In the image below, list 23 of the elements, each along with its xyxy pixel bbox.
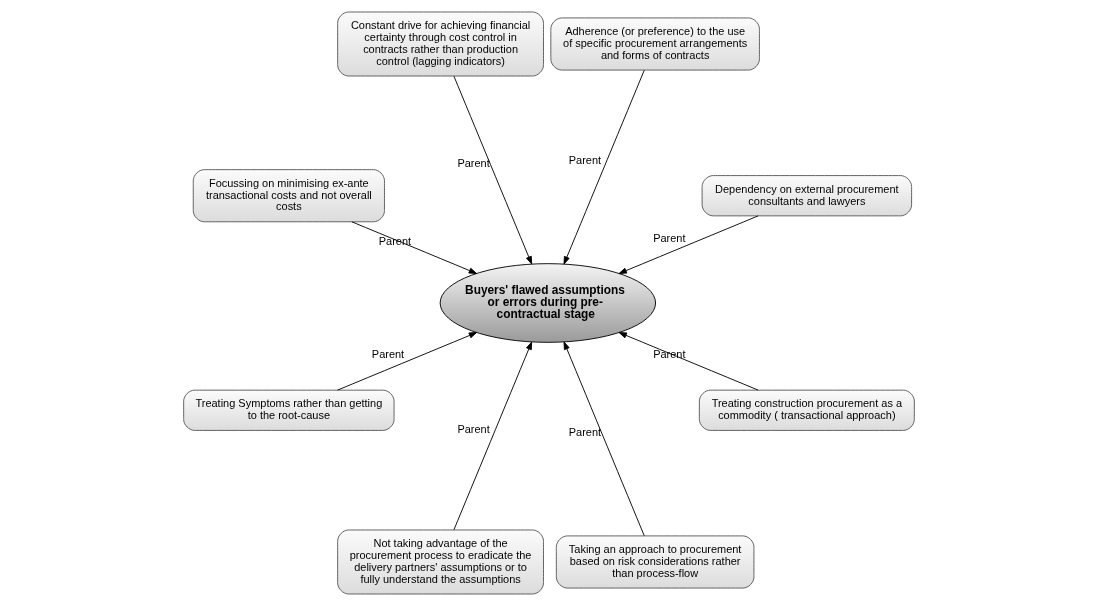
node-box: Dependency on external procurement consultants and lawyers xyxy=(701,175,912,217)
edge-label: Parent xyxy=(568,154,601,167)
arrow xyxy=(453,341,532,531)
node-ellipse: Buyers' flawed assumptions or errors during pre-contractual stage xyxy=(439,263,656,343)
node-box: Taking an approach to procurement based on risk considerations rather than process-flow xyxy=(555,535,754,589)
edge-label: Parent xyxy=(568,425,601,438)
edge-label: Parent xyxy=(456,422,490,435)
node-box: Focussing on minimising ex-ante transactional costs and not overall costs xyxy=(192,169,385,223)
node-box: Treating Symptoms rather than getting to the root-cause xyxy=(182,389,395,431)
arrow xyxy=(453,75,532,265)
arrow xyxy=(336,332,477,391)
node-box: Not taking advantage of the procurement process to eradicate the delivery partners' assumptions or to fully understand the assumptions xyxy=(336,529,544,595)
arrow xyxy=(618,215,759,274)
node-box: Constant drive for achieving financial certainty through cost control in contracts rather than production control (lagging indicators) xyxy=(336,11,544,77)
node-box: Adherence (or preference) to the use of specific procurement arrangements and forms of contracts xyxy=(549,17,760,71)
edge-label: Parent xyxy=(652,231,685,244)
arrow xyxy=(563,341,645,537)
arrow xyxy=(618,332,759,391)
arrow xyxy=(563,69,645,265)
edge-label: Parent xyxy=(371,348,404,361)
node-box: Treating construction procurement as a commodity ( transactional approach) xyxy=(698,389,915,431)
arrow xyxy=(350,221,477,274)
edge-label: Parent xyxy=(456,157,490,170)
